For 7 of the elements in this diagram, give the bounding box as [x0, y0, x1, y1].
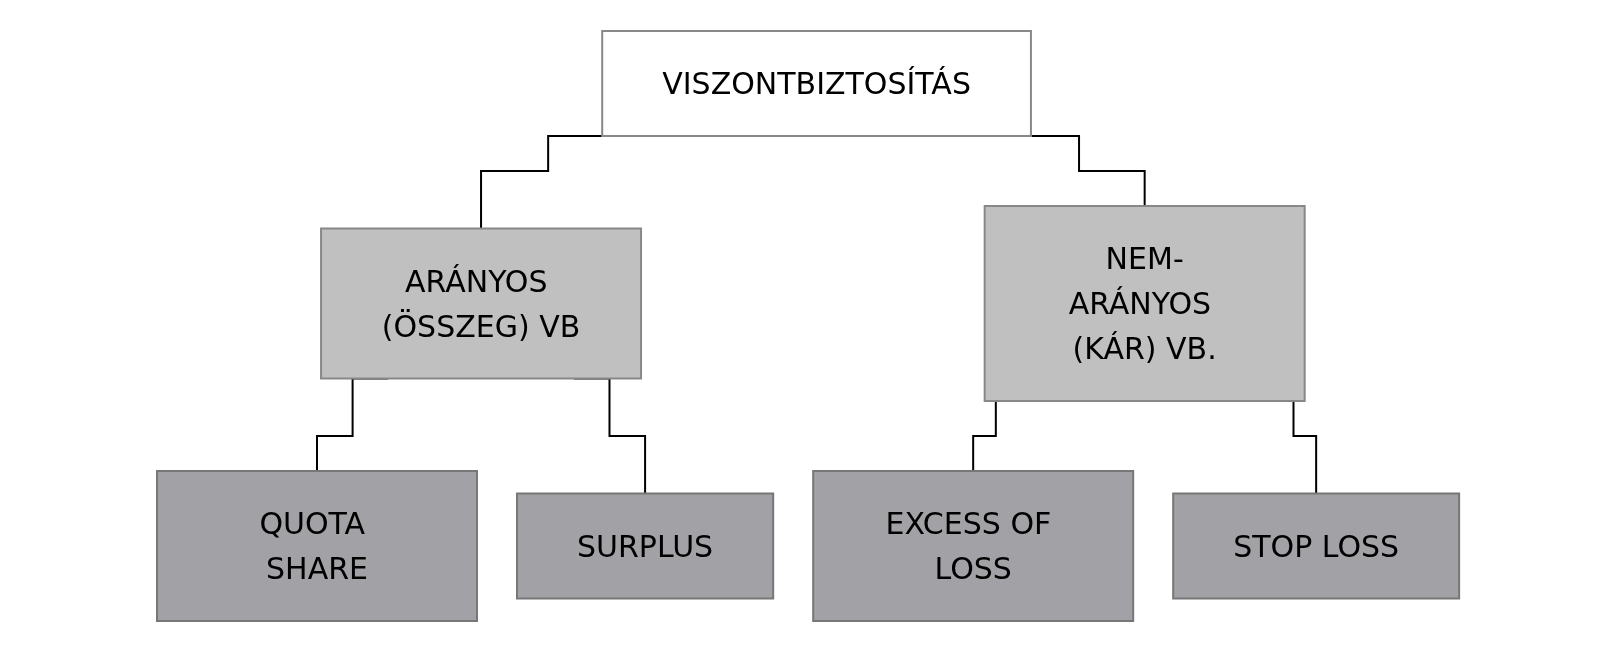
node-box: VISZONTBIZTOSÍTÁS — [601, 30, 1032, 137]
node-box: ARÁNYOS (ÖSSZEG) VB — [320, 227, 642, 380]
node-box: STOP LOSS — [1172, 492, 1461, 600]
node-box: EXCESS OF LOSS — [812, 470, 1135, 622]
node-box: QUOTA SHARE — [155, 470, 478, 622]
node-box: NEM-ARÁNYOS (KÁR) VB. — [983, 205, 1306, 402]
node-box: SURPLUS — [515, 492, 775, 600]
